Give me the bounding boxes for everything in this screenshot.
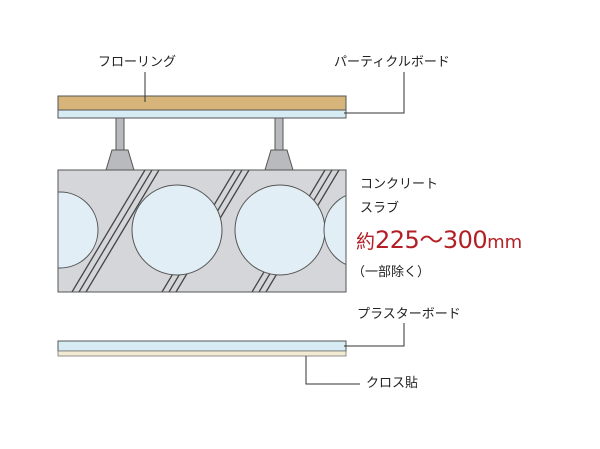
label-concrete-line2: スラブ bbox=[360, 201, 400, 216]
thickness-unit: mm bbox=[487, 232, 523, 253]
label-thickness: 約225〜300mm bbox=[356, 228, 522, 252]
cloth-layer bbox=[57, 350, 347, 357]
flooring-layer bbox=[57, 95, 347, 111]
label-thickness-note: （一部除く） bbox=[352, 265, 431, 280]
label-cloth: クロス貼 bbox=[366, 376, 419, 391]
plaster-board-layer bbox=[57, 340, 347, 352]
particle-board-layer bbox=[57, 109, 347, 119]
label-concrete-line1: コンクリート bbox=[360, 177, 439, 192]
leader-particle-board bbox=[344, 72, 405, 114]
support-foot-right bbox=[264, 117, 294, 171]
label-particle-board: パーティクルボード bbox=[334, 55, 450, 70]
leader-cloth bbox=[305, 356, 360, 385]
thickness-value: 225〜300 bbox=[375, 226, 488, 254]
label-flooring: フローリング bbox=[98, 55, 177, 70]
thickness-prefix: 約 bbox=[356, 231, 376, 253]
label-plaster-board: プラスターボード bbox=[357, 307, 461, 322]
slab-voids bbox=[58, 184, 346, 276]
leader-plaster-board bbox=[344, 323, 405, 347]
support-foot-left bbox=[105, 117, 135, 171]
